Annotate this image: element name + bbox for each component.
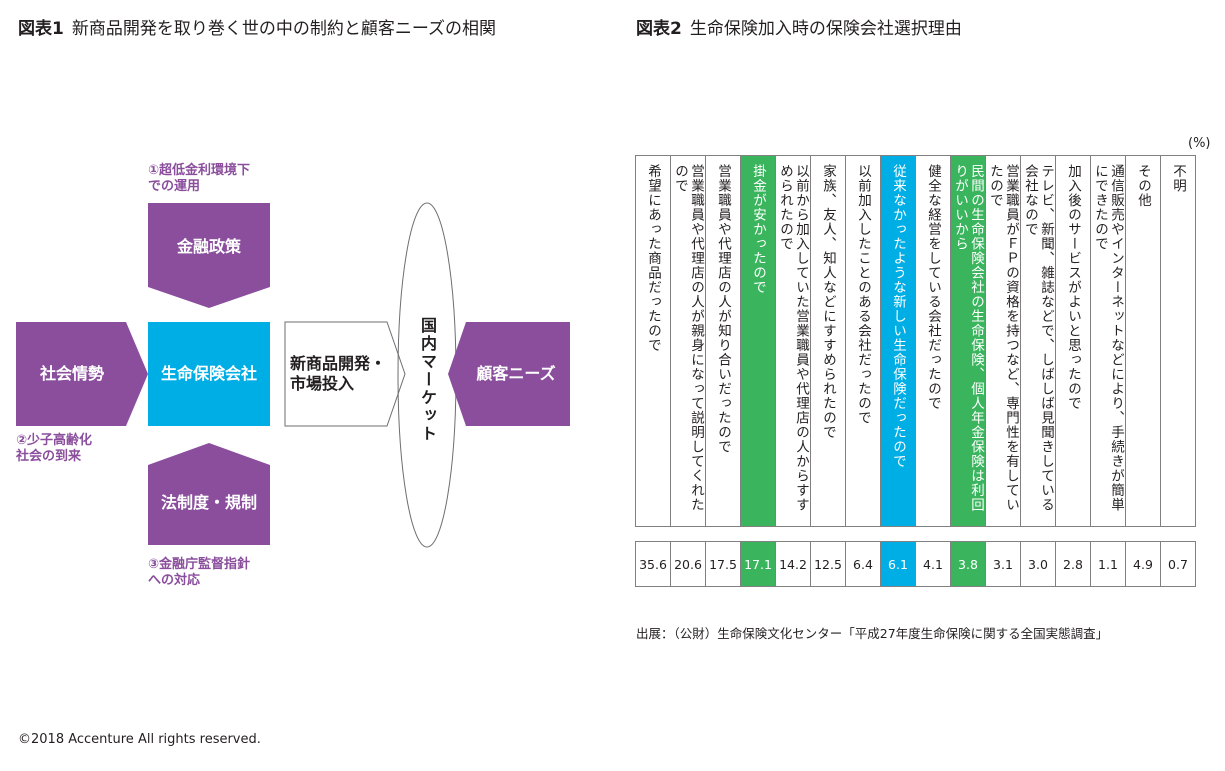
- reason-label: 以前から加入していた営業職員や代理店の人からすすめられたので: [777, 164, 809, 512]
- life-insurer-label: 生命保険会社: [160, 364, 257, 383]
- finance-policy-shape: [148, 203, 270, 308]
- value-cell: 4.1: [915, 541, 951, 587]
- value-cell: 17.1: [740, 541, 776, 587]
- diagram-shapes: [16, 202, 570, 548]
- customer-needs-label: 顧客ニーズ: [476, 364, 556, 383]
- reason-label: 民間の生命保険会社の生命保険、個人年金保険は利回りがいいから: [952, 164, 984, 512]
- reason-label: 営業職員や代理店の人が親身になって説明してくれたので: [672, 164, 704, 512]
- figure2-label: 図表2: [636, 19, 682, 39]
- reason-cell: 希望にあった商品だったので: [635, 155, 671, 527]
- value-cell: 12.5: [810, 541, 846, 587]
- reason-label: 加入後のサービスがよいと思ったので: [1065, 164, 1081, 411]
- reason-cell: 営業職員や代理店の人が知り合いだったので: [705, 155, 741, 527]
- figure2-title-text: 生命保険加入時の保険会社選択理由: [689, 19, 962, 39]
- value-cell: 35.6: [635, 541, 671, 587]
- reason-cell: 掛金が安かったので: [740, 155, 776, 527]
- reason-label: テレビ、新聞、雑誌などで、しばしば見聞きしている会社なので: [1022, 164, 1054, 512]
- figure1-title: 図表1 新商品開発を取り巻く世の中の制約と顧客ニーズの相関: [18, 14, 496, 39]
- value-cell: 3.8: [950, 541, 986, 587]
- law-regulation-shape: [148, 443, 270, 545]
- unit-label: (%): [1188, 136, 1211, 151]
- reason-label: 希望にあった商品だったので: [645, 164, 661, 353]
- value-cell: 0.7: [1160, 541, 1196, 587]
- reason-cell: 営業職員がＦＰの資格を持つなど、専門性を有していたので: [985, 155, 1021, 527]
- reasons-table: 希望にあった商品だったので営業職員や代理店の人が親身になって説明してくれたので営…: [635, 155, 1196, 527]
- reason-label: 営業職員や代理店の人が知り合いだったので: [715, 164, 731, 454]
- life-insurer-shape: [148, 322, 270, 426]
- reason-label: 健全な経営をしている会社だったので: [925, 164, 941, 411]
- value-cell: 2.8: [1055, 541, 1091, 587]
- finance-policy-label: 金融政策: [176, 237, 241, 256]
- reason-cell: テレビ、新聞、雑誌などで、しばしば見聞きしている会社なので: [1020, 155, 1056, 527]
- customer-needs-shape: [448, 322, 570, 426]
- domestic-market-label: 国内マーケット: [418, 317, 437, 443]
- reasons-row: 希望にあった商品だったので営業職員や代理店の人が親身になって説明してくれたので営…: [635, 155, 1196, 527]
- reason-cell: 民間の生命保険会社の生命保険、個人年金保険は利回りがいいから: [950, 155, 986, 527]
- reason-label: 通信販売やインターネットなどにより、手続きが簡単にできたので: [1092, 164, 1124, 512]
- note3-line1: ③金融庁監督指針: [148, 557, 251, 572]
- note1-line1: ①超低金利環境下: [148, 163, 251, 178]
- note-aging-society: ②少子高齢化社会の到来: [16, 433, 92, 465]
- reason-cell: 以前から加入していた営業職員や代理店の人からすすめられたので: [775, 155, 811, 527]
- reason-label: 家族、友人、知人などにすすめられたので: [820, 164, 836, 440]
- reason-cell: 加入後のサービスがよいと思ったので: [1055, 155, 1091, 527]
- source-note: 出展：（公財）生命保険文化センター「平成27年度生命保険に関する全国実態調査」: [636, 626, 1109, 641]
- note1-line2: での運用: [148, 179, 201, 194]
- reason-cell: 健全な経営をしている会社だったので: [915, 155, 951, 527]
- value-cell: 6.1: [880, 541, 916, 587]
- figure1-title-text: 新商品開発を取り巻く世の中の制約と顧客ニーズの相関: [71, 19, 496, 39]
- social-situation-label: 社会情勢: [39, 364, 104, 383]
- copyright: ©2018 Accenture All rights reserved.: [18, 732, 261, 747]
- value-cell: 3.1: [985, 541, 1021, 587]
- reason-cell: 不明: [1160, 155, 1196, 527]
- new-product-label: 新商品開発・市場投入: [290, 322, 388, 426]
- value-cell: 17.5: [705, 541, 741, 587]
- reason-label: 従来なかったような新しい生命保険だったので: [890, 164, 906, 469]
- new-product-arrow: [284, 321, 406, 427]
- note-fsa-guideline: ③金融庁監督指針への対応: [148, 557, 250, 589]
- figure1-label: 図表1: [18, 19, 64, 39]
- reason-cell: 営業職員や代理店の人が親身になって説明してくれたので: [670, 155, 706, 527]
- note3-line2: への対応: [148, 573, 201, 588]
- reason-cell: 以前加入したことのある会社だったので: [845, 155, 881, 527]
- note2-line2: 社会の到来: [16, 449, 82, 464]
- note2-line1: ②少子高齢化: [16, 433, 93, 448]
- value-cell: 3.0: [1020, 541, 1056, 587]
- reason-label: 掛金が安かったので: [750, 164, 766, 295]
- figure2-title: 図表2 生命保険加入時の保険会社選択理由: [636, 14, 962, 39]
- value-cell: 20.6: [670, 541, 706, 587]
- new-product-line2: 市場投入: [290, 374, 355, 393]
- reason-cell: その他: [1125, 155, 1161, 527]
- reason-label: 営業職員がＦＰの資格を持つなど、専門性を有していたので: [987, 164, 1019, 512]
- reason-label: その他: [1135, 164, 1151, 208]
- reason-cell: 従来なかったような新しい生命保険だったので: [880, 155, 916, 527]
- value-cell: 1.1: [1090, 541, 1126, 587]
- social-situation-shape: [16, 322, 148, 426]
- law-regulation-label: 法制度・規制: [160, 492, 257, 512]
- value-cell: 4.9: [1125, 541, 1161, 587]
- reason-label: 以前加入したことのある会社だったので: [855, 164, 871, 425]
- value-cell: 6.4: [845, 541, 881, 587]
- reason-label: 不明: [1170, 164, 1186, 193]
- reason-cell: 家族、友人、知人などにすすめられたので: [810, 155, 846, 527]
- new-product-line1: 新商品開発・: [290, 354, 387, 373]
- value-cell: 14.2: [775, 541, 811, 587]
- note-low-interest: ①超低金利環境下での運用: [148, 163, 250, 195]
- reason-cell: 通信販売やインターネットなどにより、手続きが簡単にできたので: [1090, 155, 1126, 527]
